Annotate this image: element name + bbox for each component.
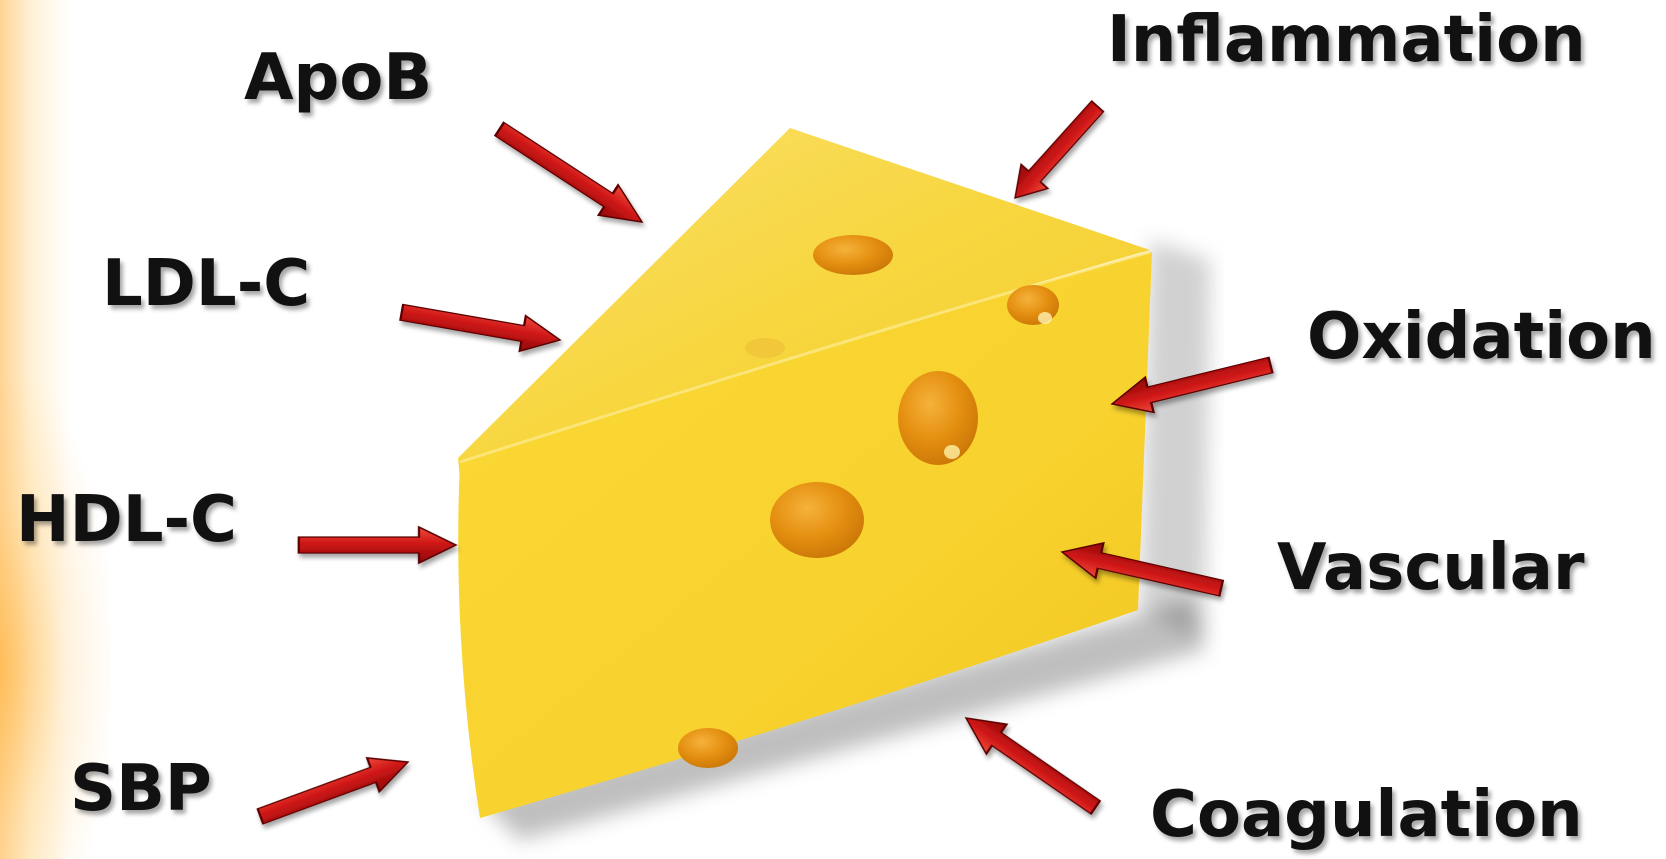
label-ldl-c: LDL-C	[102, 252, 310, 316]
label-oxidation: Oxidation	[1307, 305, 1656, 369]
cheese-wedge-icon	[458, 128, 1152, 818]
arrow-sbp	[254, 745, 414, 833]
label-inflammation: Inflammation	[1107, 8, 1586, 72]
cheese-hole	[745, 338, 785, 358]
label-sbp: SBP	[70, 757, 212, 821]
arrow-hdl-c	[299, 527, 456, 563]
arrow-coagulation	[956, 703, 1106, 822]
arrow-inflammation	[1002, 94, 1111, 210]
label-hdl-c: HDL-C	[16, 488, 237, 552]
arrow-ldl-c	[399, 295, 563, 358]
label-apob: ApoB	[244, 46, 432, 110]
cheese-hole	[813, 235, 893, 275]
cheese-hole	[770, 482, 864, 558]
cheese-hole	[898, 371, 978, 465]
label-coagulation: Coagulation	[1150, 783, 1583, 847]
cheese-hole	[678, 728, 738, 768]
arrow-apob	[490, 114, 652, 237]
label-vascular: Vascular	[1277, 536, 1585, 600]
